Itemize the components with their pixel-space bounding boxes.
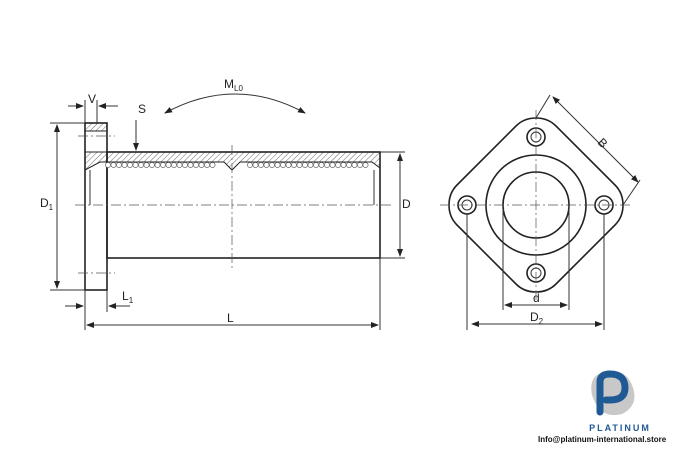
ball xyxy=(171,162,177,168)
ball xyxy=(187,162,194,168)
ball xyxy=(132,162,139,168)
label-d1: D1 xyxy=(40,196,54,212)
ball xyxy=(193,162,199,168)
ball xyxy=(160,162,166,168)
ball xyxy=(204,162,210,168)
ball xyxy=(324,162,330,168)
ball xyxy=(209,162,216,168)
ball xyxy=(176,162,183,168)
ball xyxy=(165,162,172,168)
ball xyxy=(149,162,155,168)
ball xyxy=(357,162,363,168)
logo-p-icon xyxy=(596,370,629,416)
ball xyxy=(247,162,253,168)
side-view: V S ML0 D1 D L L1 xyxy=(40,77,411,330)
ball xyxy=(121,162,128,168)
moment-arrow xyxy=(164,93,306,114)
label-d2: D2 xyxy=(530,310,544,326)
ball xyxy=(105,162,111,168)
flange-section xyxy=(84,122,108,132)
ball xyxy=(274,162,281,168)
ball-row xyxy=(105,162,369,168)
label-v: V xyxy=(88,92,96,106)
ball xyxy=(346,162,352,168)
ball xyxy=(116,162,122,168)
ball xyxy=(269,162,275,168)
ball xyxy=(329,162,336,168)
dimension-b xyxy=(552,96,639,183)
ball xyxy=(340,162,347,168)
ball xyxy=(313,162,319,168)
ball xyxy=(138,162,144,168)
ball xyxy=(258,162,264,168)
label-b: B xyxy=(595,135,611,151)
contact-email[interactable]: Info@platinum-international.store xyxy=(538,435,667,444)
ball xyxy=(296,162,303,168)
ball xyxy=(198,162,205,168)
ball xyxy=(143,162,150,168)
front-view: B d D2 xyxy=(440,94,641,330)
label-d: D xyxy=(402,197,411,211)
ball xyxy=(362,162,369,168)
label-l: L xyxy=(227,311,234,325)
ball xyxy=(110,162,117,168)
ball xyxy=(154,162,161,168)
ball xyxy=(127,162,133,168)
ball xyxy=(280,162,286,168)
ball xyxy=(335,162,341,168)
ball xyxy=(318,162,325,168)
label-m: ML0 xyxy=(224,77,243,93)
ball xyxy=(291,162,297,168)
platinum-logo xyxy=(591,370,635,416)
flange xyxy=(84,122,108,291)
logo-brand-text: PLATINUM xyxy=(589,423,651,433)
ball xyxy=(307,162,314,168)
label-s: S xyxy=(138,102,146,116)
ball xyxy=(302,162,308,168)
ball xyxy=(252,162,259,168)
ball xyxy=(182,162,188,168)
ball xyxy=(263,162,270,168)
ball xyxy=(285,162,292,168)
label-l1: L1 xyxy=(122,289,134,305)
ball xyxy=(351,162,358,168)
label-d-small: d xyxy=(533,291,540,305)
